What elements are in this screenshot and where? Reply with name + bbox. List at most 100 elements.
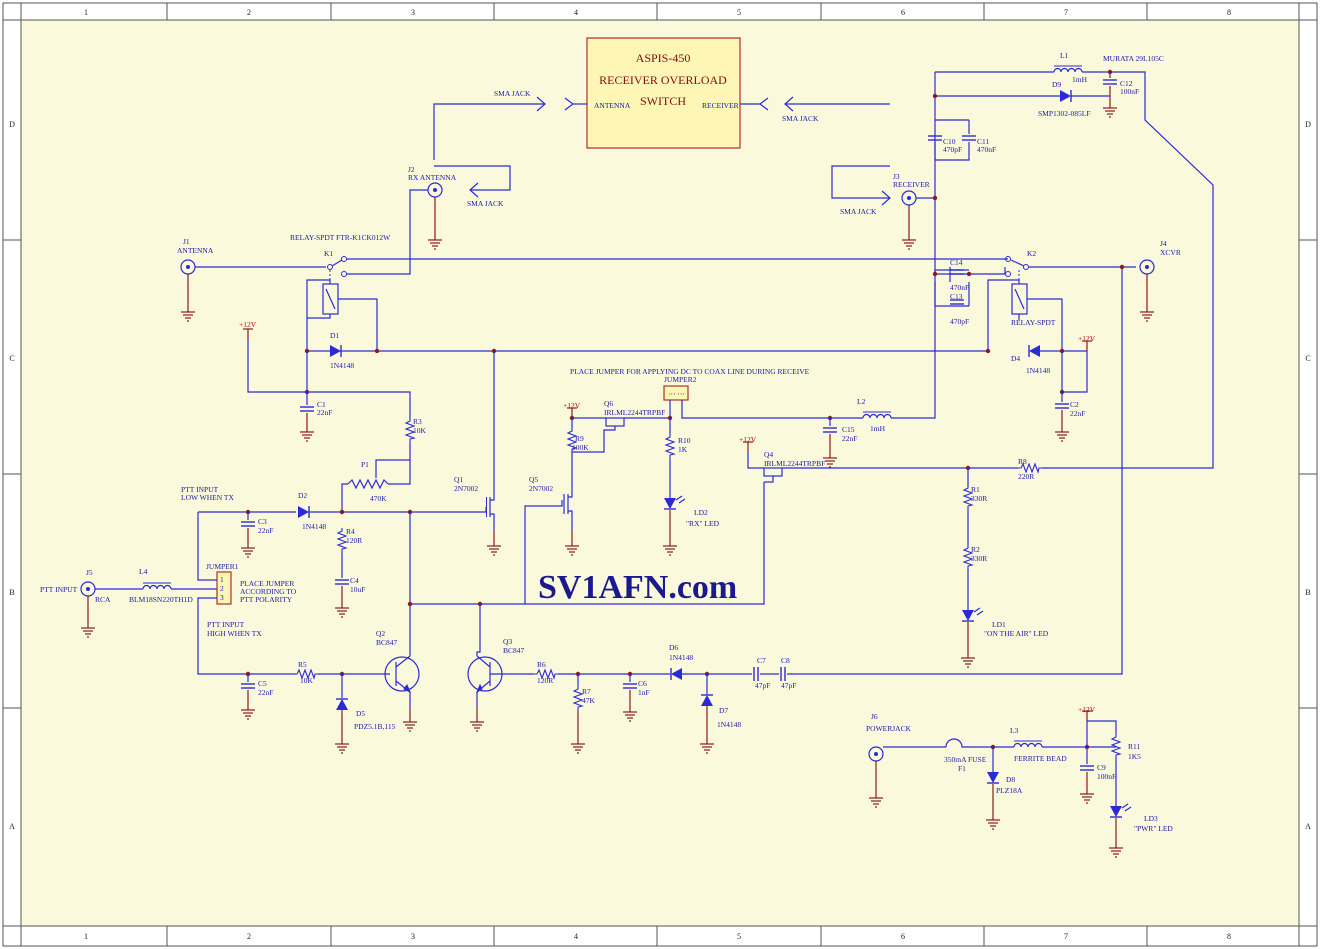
r5-value: 10K	[300, 676, 314, 685]
c14-ref: C14	[950, 258, 963, 267]
jumper1[interactable]	[216, 571, 232, 605]
d9-value: SMP1302-085LF	[1038, 109, 1091, 118]
ld2-name: "RX" LED	[686, 519, 720, 528]
l2-value: 1mH	[870, 424, 886, 433]
jumper1-note-2: ACCORDING TO	[240, 587, 297, 596]
vcc-label-5: +12V	[1078, 705, 1096, 714]
c1-value: 22nF	[317, 408, 332, 417]
d1-value: 1N4148	[330, 361, 354, 370]
c4-ref: C4	[350, 576, 359, 585]
border-row-label-right: B	[1305, 588, 1310, 597]
c3-value: 22nF	[258, 526, 273, 535]
c10-ref: C10	[943, 137, 956, 146]
c2-value: 22nF	[1070, 409, 1085, 418]
ld3-name: "PWR" LED	[1134, 824, 1173, 833]
sma-jack-label-2: SMA JACK	[782, 114, 819, 123]
vcc-label-1: +12V	[239, 320, 257, 329]
q2-ref: Q2	[376, 629, 385, 638]
d4-ref: D4	[1011, 354, 1020, 363]
border-col-label-top: 1	[84, 8, 88, 17]
r1-value: 330R	[971, 494, 987, 503]
q6-value: IRLML2244TRPBF	[604, 408, 665, 417]
border-row-label-left: D	[9, 120, 15, 129]
d6-value: 1N4148	[669, 653, 693, 662]
d4-value: 1N4148	[1026, 366, 1050, 375]
j5-ref: J5	[86, 568, 93, 577]
border-row-label-left: A	[9, 822, 15, 831]
title-line-2: RECEIVER OVERLOAD	[599, 73, 727, 87]
border-col-label-top: 5	[737, 8, 741, 17]
c13-ref: C13	[950, 292, 963, 301]
d2-ref: D2	[298, 491, 307, 500]
border-col-label-bottom: 6	[901, 932, 905, 941]
d5-ref: D5	[356, 709, 365, 718]
c15-value: 22nF	[842, 434, 857, 443]
vcc-label-2: +12V	[563, 401, 581, 410]
title-line-3: SWITCH	[640, 94, 686, 108]
border-row-label-left: C	[9, 354, 14, 363]
jumper1-note-3: PTT POLARITY	[240, 595, 293, 604]
border-row-label-right: C	[1305, 354, 1310, 363]
q5-value: 2N7002	[529, 484, 553, 493]
r4-value: 120R	[346, 536, 362, 545]
border-col-label-top: 2	[247, 8, 251, 17]
c6-value: 1nF	[638, 688, 650, 697]
r2-ref: R2	[971, 545, 980, 554]
j6-name: POWERJACK	[866, 724, 912, 733]
ptt-low-line2: LOW WHEN TX	[181, 493, 234, 502]
r11-ref: R11	[1128, 742, 1140, 751]
jumper2[interactable]	[663, 385, 689, 401]
r9-value: 100K	[572, 443, 589, 452]
c10-value: 470pF	[943, 145, 962, 154]
r6-ref: R6	[537, 660, 546, 669]
jumper1-pin2: 2	[220, 584, 224, 593]
vcc-label-4: +12V	[1078, 334, 1096, 343]
c3-ref: C3	[258, 517, 267, 526]
l3-value: FERRITE BEAD	[1014, 754, 1067, 763]
title-port-antenna: ANTENNA	[594, 101, 631, 110]
ld1-name: "ON THE AIR" LED	[984, 629, 1049, 638]
l2-ref: L2	[857, 397, 866, 406]
sma-jack-label-1: SMA JACK	[494, 89, 531, 98]
d9-ref: D9	[1052, 80, 1061, 89]
r11-value: 1K5	[1128, 752, 1141, 761]
r5-ref: R5	[298, 660, 307, 669]
q5-ref: Q5	[529, 475, 538, 484]
c5-value: 22nF	[258, 688, 273, 697]
j4-ref: J4	[1160, 239, 1167, 248]
r8-ref: R8	[1018, 457, 1027, 466]
ld1-ref: LD1	[992, 620, 1006, 629]
c15-ref: C15	[842, 425, 855, 434]
r3-ref: R3	[413, 417, 422, 426]
c1-ref: C1	[317, 400, 326, 409]
c13-value: 470pF	[950, 317, 969, 326]
q6-ref: Q6	[604, 399, 613, 408]
jumper1-ref: JUMPER1	[206, 562, 239, 571]
sma-jack-label-4: SMA JACK	[840, 207, 877, 216]
j5-type: RCA	[95, 595, 111, 604]
d7-value: 1N4148	[717, 720, 741, 729]
r4-ref: R4	[346, 527, 355, 536]
c7-ref: C7	[757, 656, 766, 665]
d7-ref: D7	[719, 706, 728, 715]
border-col-label-bottom: 5	[737, 932, 741, 941]
border-col-label-top: 7	[1064, 8, 1068, 17]
border-row-label-right: A	[1305, 822, 1311, 831]
r9-ref: R9	[575, 434, 584, 443]
d6-ref: D6	[669, 643, 678, 652]
k2-ref: K2	[1027, 249, 1036, 258]
c5-ref: C5	[258, 679, 267, 688]
c9-value: 100nF	[1097, 772, 1116, 781]
border-col-label-bottom: 2	[247, 932, 251, 941]
border-col-label-top: 4	[574, 8, 578, 17]
c7-value: 47pF	[755, 681, 770, 690]
j5-name: PTT INPUT	[40, 585, 78, 594]
c12-ref: C12	[1120, 79, 1133, 88]
q3-ref: Q3	[503, 637, 512, 646]
j4-name: XCVR	[1160, 248, 1181, 257]
l1-ind: 1mH	[1072, 75, 1088, 84]
j2-ref: J2	[408, 165, 415, 174]
j3-name: RECEIVER	[893, 180, 930, 189]
jumper1-pin1: 1	[220, 575, 224, 584]
